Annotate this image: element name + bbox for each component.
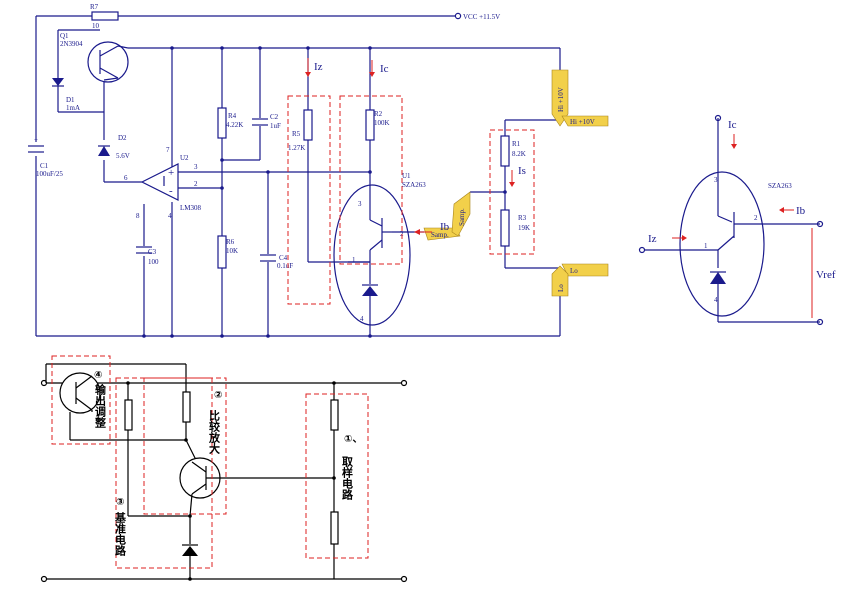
lo-h-label: Lo — [570, 267, 578, 275]
u2-plus: + — [168, 167, 174, 179]
u2-pin7: 7 — [166, 146, 170, 154]
connector-samp: Samp. Samp. — [423, 191, 471, 241]
transistor-q1: Q1 2N3904 — [60, 32, 129, 83]
block4-title: 输出调整 — [93, 384, 107, 428]
r7-value: 10 — [92, 22, 100, 30]
block1-number: ①、 — [344, 434, 362, 445]
c1-value: 100uF/25 — [36, 170, 63, 178]
u2-pin4: 4 — [168, 212, 172, 220]
sym-pin1: 1 — [704, 242, 708, 250]
lo-v-label: Lo — [557, 284, 565, 292]
u2-value: LM308 — [180, 204, 202, 212]
samp-h-label: Samp. — [431, 231, 449, 239]
resistor-r4: R4 4.22K — [217, 107, 243, 139]
block1-title: 取样电路 — [340, 456, 354, 500]
sym-iz-label: Iz — [648, 233, 657, 245]
c1-ref: C1 — [40, 162, 49, 170]
vcc-label: VCC +11.5V — [463, 13, 500, 21]
u2-minus: - — [169, 185, 173, 197]
capacitor-c2: C2 1uF — [252, 113, 281, 130]
sym-pin4: 4 — [714, 296, 718, 304]
r2-value: 100K — [374, 119, 390, 127]
c1-plus: + — [34, 136, 38, 144]
u2-pin2: 2 — [194, 180, 198, 188]
q1-value: 2N3904 — [60, 40, 83, 48]
sym-ic-label: Ic — [728, 119, 737, 131]
resistor-r1: R1 8.2K — [500, 135, 526, 167]
r4-value: 4.22K — [226, 121, 243, 129]
block2-title: 比较放大 — [207, 410, 221, 454]
top-is-label: Is — [518, 165, 526, 177]
diode-d1: D1 1mA — [52, 70, 80, 112]
c3-ref: C3 — [148, 248, 157, 256]
r1-value: 8.2K — [512, 150, 526, 158]
c3-value: 100 — [148, 258, 159, 266]
sym-pin2: 2 — [754, 214, 758, 222]
r5-ref: R5 — [292, 130, 301, 138]
c2-value: 1uF — [270, 122, 281, 130]
r4-ref: R4 — [228, 112, 237, 120]
u2-pin6: 6 — [124, 174, 128, 182]
u2-pin8: 8 — [136, 212, 140, 220]
u1-ref: U1 — [402, 172, 411, 180]
current-annotations: Iz Ic Ib Is — [287, 58, 535, 305]
sza263-symbol: 3 2 1 4 SZA263 Ic Iz Ib Vref — [638, 114, 836, 326]
d2-value: 5.6V — [116, 152, 130, 160]
u2-ref: U2 — [180, 154, 189, 162]
hi-v-label: Hi +10V — [557, 87, 565, 112]
r3-ref: R3 — [518, 214, 527, 222]
d1-ref: D1 — [66, 96, 75, 104]
sym-pin3: 3 — [714, 176, 718, 184]
r5-value: 1.27K — [288, 144, 305, 152]
hi-h-label: Hi +10V — [570, 118, 595, 126]
sym-vref-label: Vref — [816, 269, 836, 281]
resistor-r3: R3 19K — [500, 209, 530, 247]
block-labels: ④ ② ①、 ③ — [94, 370, 362, 508]
u1-pin4: 4 — [360, 315, 364, 323]
r6-ref: R6 — [226, 238, 235, 246]
top-iz-label: Iz — [314, 61, 323, 73]
resistor-r5: R5 1.27K — [288, 109, 313, 152]
u1-pin1: 1 — [352, 256, 356, 264]
junction-dots — [142, 46, 507, 338]
r3-value: 19K — [518, 224, 530, 232]
c4-value: 0.1uF — [277, 262, 293, 270]
d1-value: 1mA — [66, 104, 80, 112]
capacitor-c3: C3 100 — [136, 246, 159, 266]
connector-lo: Lo Lo — [551, 263, 609, 297]
block2-number: ② — [214, 390, 222, 401]
r6-value: 10K — [226, 247, 238, 255]
samp-v-label: Samp. — [458, 208, 466, 226]
resistor-r7: R7 10 — [90, 3, 119, 30]
block4-number: ④ — [94, 370, 102, 381]
resistor-r2: R2 100K — [365, 109, 390, 141]
block-diagram — [40, 355, 408, 583]
top-ic-label: Ic — [380, 63, 389, 75]
block3-number: ③ — [116, 497, 124, 508]
resistor-r6: R6 10K — [217, 235, 238, 269]
sym-ib-label: Ib — [796, 205, 806, 217]
top-circuit-wires — [35, 12, 561, 337]
u2-pin3: 3 — [194, 163, 198, 171]
capacitor-c1: + C1 100uF/25 — [28, 136, 63, 178]
sym-model: SZA263 — [768, 182, 792, 190]
r7-ref: R7 — [90, 3, 99, 11]
u1-value: SZA263 — [402, 181, 426, 189]
opamp-u2: U2 LM308 7 3 2 6 8 4 + - — [124, 146, 202, 220]
d2-ref: D2 — [118, 134, 127, 142]
connector-hi: Hi +10V Hi +10V — [551, 69, 609, 127]
u1-pin3: 3 — [358, 200, 362, 208]
q1-ref: Q1 — [60, 32, 69, 40]
r2-ref: R2 — [374, 110, 383, 118]
reference-u1: U1 SZA263 3 2 1 4 — [333, 172, 426, 326]
top-ib-label: Ib — [440, 221, 450, 233]
diode-d2: D2 5.6V — [98, 134, 130, 160]
block3-title: 基准电路 — [113, 512, 127, 556]
capacitor-c4: C4 0.1uF — [260, 254, 293, 270]
r1-ref: R1 — [512, 140, 521, 148]
c2-ref: C2 — [270, 113, 279, 121]
c4-ref: C4 — [279, 254, 288, 262]
